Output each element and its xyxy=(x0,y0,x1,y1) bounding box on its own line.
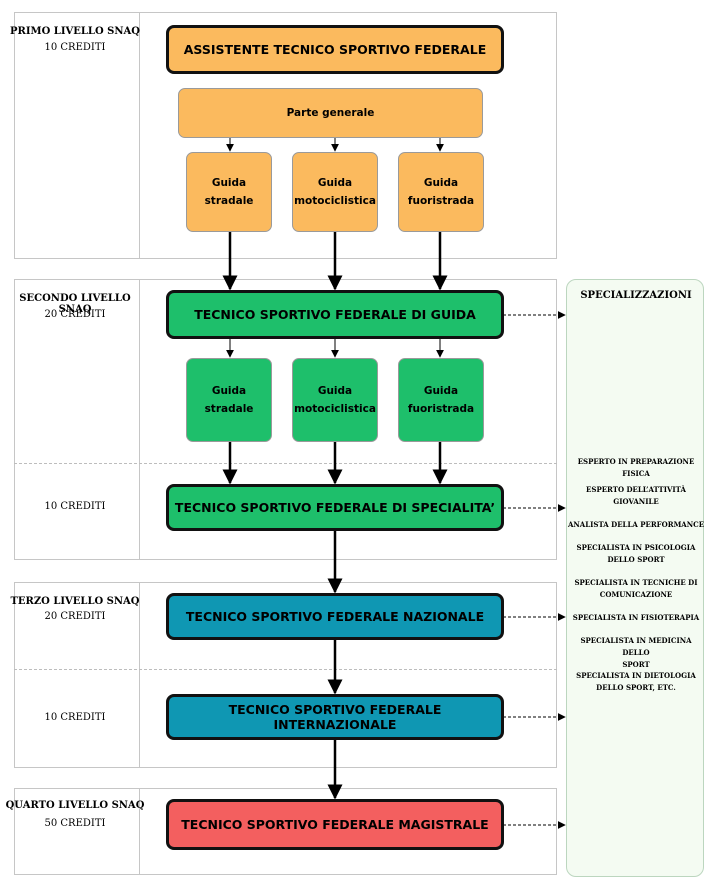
level-divider-terzo xyxy=(139,582,140,768)
box-orange-guida-stradale: Guida stradale xyxy=(186,152,272,232)
level-credits-secondo: 20 CREDITI xyxy=(44,309,106,320)
box-assistente: ASSISTENTE TECNICO SPORTIVO FEDERALE xyxy=(166,25,504,74)
specializzazioni-panel: SPECIALIZZAZIONI ESPERTO IN PREPARAZIONE… xyxy=(566,279,704,877)
box-green-guida-stradale: Guida stradale xyxy=(186,358,272,442)
level-credits-terzo: 20 CREDITI xyxy=(44,611,106,622)
box-green-guida-fuoristrada: Guida fuoristrada xyxy=(398,358,484,442)
specializzazioni-title: SPECIALIZZAZIONI xyxy=(580,290,692,301)
level-panel-terzo xyxy=(14,582,557,768)
box-tecnico-internazionale: TECNICO SPORTIVO FEDERALE INTERNAZIONALE xyxy=(166,694,504,740)
level-title-quarto: QUARTO LIVELLO SNAQ xyxy=(5,800,145,811)
level-credits-specialita: 10 CREDITI xyxy=(44,501,106,512)
level-separator-terzo xyxy=(14,669,557,670)
box-tecnico-nazionale: TECNICO SPORTIVO FEDERALE NAZIONALE xyxy=(166,593,504,640)
box-tecnico-guida: TECNICO SPORTIVO FEDERALE DI GUIDA xyxy=(166,290,504,339)
spec-item-attivita-giovanile: ESPERTO DELL’ATTIVITÀ GIOVANILE xyxy=(586,485,686,506)
box-orange-guida-motociclistica: Guida motociclistica xyxy=(292,152,378,232)
level-title-secondo: SECONDO LIVELLO SNAQ xyxy=(19,293,131,315)
level-divider-quarto xyxy=(139,788,140,875)
spec-item-fisioterapia: SPECIALISTA IN FISIOTERAPIA xyxy=(572,613,700,622)
box-green-guida-motociclistica: Guida motociclistica xyxy=(292,358,378,442)
level-panel-secondo xyxy=(14,279,557,560)
level-divider-primo xyxy=(139,12,140,259)
level-credits-primo: 10 CREDITI xyxy=(44,42,106,53)
spec-item-preparazione-fisica: ESPERTO IN PREPARAZIONE FISICA xyxy=(577,457,695,478)
spec-item-comunicazione: SPECIALISTA IN TECNICHE DI COMUNICAZIONE xyxy=(574,578,698,599)
spec-item-medicina: SPECIALISTA IN MEDICINA DELLO SPORT xyxy=(580,636,692,669)
level-separator-secondo xyxy=(14,463,557,464)
spec-item-dietologia: SPECIALISTA IN DIETOLOGIA DELLO SPORT, E… xyxy=(576,671,696,692)
level-panel-quarto xyxy=(14,788,557,875)
level-credits-quarto: 50 CREDITI xyxy=(44,818,106,829)
level-title-terzo: TERZO LIVELLO SNAQ xyxy=(10,596,140,607)
box-orange-guida-fuoristrada: Guida fuoristrada xyxy=(398,152,484,232)
box-tecnico-magistrale: TECNICO SPORTIVO FEDERALE MAGISTRALE xyxy=(166,799,504,850)
box-parte-generale: Parte generale xyxy=(178,88,483,138)
level-title-primo: PRIMO LIVELLO SNAQ xyxy=(10,26,140,37)
spec-item-analista-performance: ANALISTA DELLA PERFORMANCE xyxy=(567,520,705,529)
spec-item-psicologia: SPECIALISTA IN PSICOLOGIA DELLO SPORT xyxy=(576,543,696,564)
level-panel-primo xyxy=(14,12,557,259)
level-divider-secondo xyxy=(139,279,140,560)
level-credits-internazionale: 10 CREDITI xyxy=(44,712,106,723)
box-tecnico-specialita: TECNICO SPORTIVO FEDERALE DI SPECIALITA’ xyxy=(166,484,504,531)
